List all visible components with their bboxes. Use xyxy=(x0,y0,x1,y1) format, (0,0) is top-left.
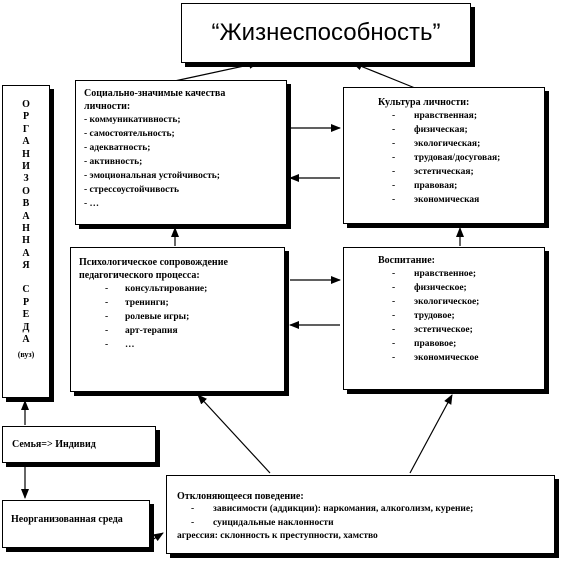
arrow-deviant-to-educ xyxy=(409,394,453,474)
social-qualities-heading-2: личности: xyxy=(84,101,131,112)
psych-support-heading-1: Психологическое сопровождение xyxy=(79,257,228,268)
list-item: адекватность; xyxy=(84,141,278,155)
deviant-behavior-box: Отклоняющееся поведение: зависимости (ад… xyxy=(166,475,555,554)
arrow-social-to-title xyxy=(169,60,259,83)
organized-environment-letter: И xyxy=(22,160,30,172)
list-item: нравственная; xyxy=(378,109,536,123)
list-item: правовая; xyxy=(378,179,536,193)
organized-environment-letter: З xyxy=(23,173,29,185)
list-item: … xyxy=(84,197,278,211)
disorganized-environment-box: Неорганизованная среда xyxy=(2,500,150,548)
education-heading: Воспитание: xyxy=(378,255,435,266)
family-box: Семья=> Индивид xyxy=(2,426,156,463)
organized-environment-letter: Р xyxy=(22,111,30,123)
list-item: коммуникативность; xyxy=(84,113,278,127)
list-item: самостоятельность; xyxy=(84,127,278,141)
list-item: правовое; xyxy=(378,337,536,351)
list-item: арт-терапия xyxy=(79,324,276,338)
psych-support-heading-2: педагогического процесса: xyxy=(79,270,200,281)
organized-environment-letter: Н xyxy=(22,148,30,160)
disorganized-environment-label: Неорганизованная среда xyxy=(11,514,123,525)
education-list: нравственное; физическое; экологическое;… xyxy=(378,267,536,365)
list-item: зависимости (аддикции): наркомания, алко… xyxy=(177,503,545,517)
organized-environment-letter: Н xyxy=(22,222,30,234)
list-item: стрессоустойчивость xyxy=(84,183,278,197)
arrow-disorg-to-deviant xyxy=(151,532,164,542)
organized-environment-letter: Н xyxy=(22,235,30,247)
organized-environment-letter: Я xyxy=(22,260,30,272)
list-item: физическое; xyxy=(378,281,536,295)
arrow-deviant-to-psych xyxy=(197,394,271,474)
organized-environment-letter: Е xyxy=(22,309,30,321)
list-item: активность; xyxy=(84,155,278,169)
list-item: эмоциональная устойчивость; xyxy=(84,169,278,183)
deviant-behavior-list: зависимости (аддикции): наркомания, алко… xyxy=(177,503,545,530)
list-item: трудовое; xyxy=(378,309,536,323)
organized-environment-letter: Д xyxy=(22,321,30,333)
list-item: трудовая/досуговая; xyxy=(378,151,536,165)
deviant-aggression: агрессия: склонность к преступности, хам… xyxy=(177,531,378,541)
list-item: ролевые игры; xyxy=(79,310,276,324)
organized-environment-letter: О xyxy=(22,99,30,110)
organized-environment-letter: А xyxy=(22,210,30,222)
social-qualities-heading-1: Социально-значимые качества xyxy=(84,88,226,99)
social-qualities-list: коммуникативность; самостоятельность; ад… xyxy=(84,113,278,211)
list-item: тренинги; xyxy=(79,296,276,310)
family-label: Семья=> Индивид xyxy=(12,439,96,450)
organized-environment-letter: Р xyxy=(22,296,30,308)
personality-culture-box: Культура личности: нравственная; физичес… xyxy=(343,87,545,224)
psych-support-list: консультирование; тренинги; ролевые игры… xyxy=(79,282,276,352)
organized-environment-letter: А xyxy=(22,334,30,346)
list-item: физическая; xyxy=(378,123,536,137)
arrow-culture-to-title xyxy=(352,62,416,89)
list-item: … xyxy=(79,338,276,352)
personality-culture-heading: Культура личности: xyxy=(378,97,470,108)
organized-environment-letter: Г xyxy=(22,123,30,135)
organized-environment-suffix: (вуз) xyxy=(17,350,35,360)
organized-environment-letter: А xyxy=(22,136,30,148)
deviant-behavior-heading: Отклоняющееся поведение: xyxy=(177,491,304,502)
list-item: суицидальные наклонности xyxy=(177,517,545,531)
organized-environment-letter: О xyxy=(22,185,30,197)
organized-environment-letter: В xyxy=(22,198,30,210)
organized-environment-letter: А xyxy=(22,247,30,259)
organized-environment-letter: С xyxy=(22,284,30,296)
list-item: эстетическое; xyxy=(378,323,536,337)
list-item: консультирование; xyxy=(79,282,276,296)
title-text: “Жизнеспособность” xyxy=(211,19,441,46)
title-box: “Жизнеспособность” xyxy=(181,3,471,63)
education-box: Воспитание: нравственное; физическое; эк… xyxy=(343,247,545,390)
list-item: экологическая; xyxy=(378,137,536,151)
list-item: экономическое xyxy=(378,351,536,365)
personality-culture-list: нравственная; физическая; экологическая;… xyxy=(378,109,536,207)
list-item: эстетическая; xyxy=(378,165,536,179)
list-item: экономическая xyxy=(378,193,536,207)
psych-support-box: Психологическое сопровождение педагогиче… xyxy=(70,247,285,392)
list-item: нравственное; xyxy=(378,267,536,281)
social-qualities-box: Социально-значимые качества личности: ко… xyxy=(75,80,287,225)
list-item: экологическое; xyxy=(378,295,536,309)
